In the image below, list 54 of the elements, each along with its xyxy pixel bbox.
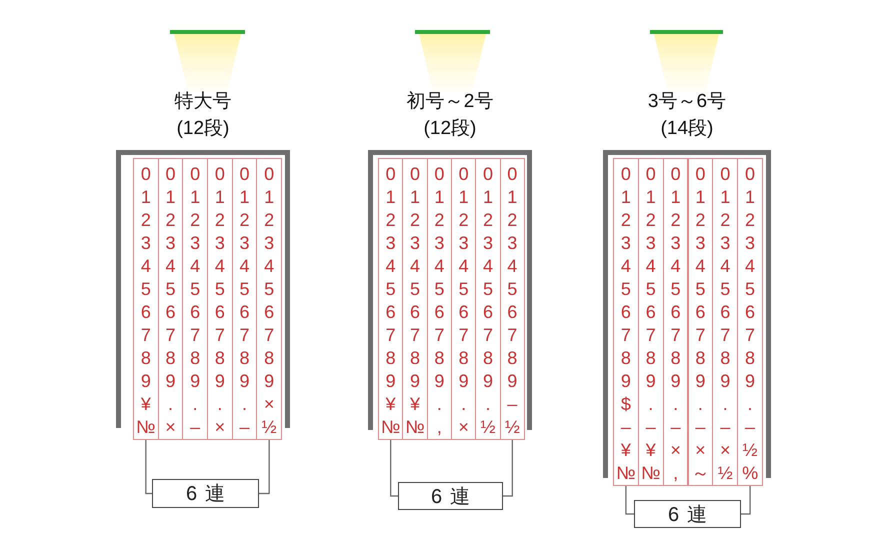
band-count-label: 6連 xyxy=(430,484,478,510)
band-count-label: 6連 xyxy=(186,482,234,507)
row-count-label: (14段) xyxy=(660,117,714,141)
band-count-label: 6連 xyxy=(668,502,716,528)
type-characters: 0 1 2 3 4 5 6 7 8 9 . – × ～ xyxy=(691,163,710,485)
type-band xyxy=(182,158,208,440)
type-band xyxy=(500,158,525,440)
type-characters: 0 1 2 3 4 5 6 7 8 9 $ – ¥ № xyxy=(616,163,636,485)
type-band xyxy=(232,158,258,440)
bracket-line xyxy=(145,440,152,494)
bracket-line xyxy=(625,486,634,515)
type-characters: 0 1 2 3 4 5 6 7 8 9 . – xyxy=(239,163,250,439)
type-characters: 0 1 2 3 4 5 6 7 8 9 . – × , xyxy=(670,163,681,485)
type-band xyxy=(378,158,404,440)
type-band xyxy=(662,158,688,486)
type-characters: 0 1 2 3 4 5 6 7 8 9 ¥ № xyxy=(381,163,400,439)
type-band xyxy=(256,158,282,440)
type-characters: 0 1 2 3 4 5 6 7 8 9 . – ½ % xyxy=(742,163,758,485)
type-characters: 0 1 2 3 4 5 6 7 8 9 . × xyxy=(165,163,176,439)
type-band xyxy=(426,158,452,440)
bracket-line xyxy=(503,440,513,497)
type-characters: 0 1 2 3 4 5 6 7 8 9 × ½ xyxy=(262,163,277,439)
type-characters: 0 1 2 3 4 5 6 7 8 9 . ½ xyxy=(480,163,496,439)
band-count-box xyxy=(152,479,259,508)
type-band xyxy=(451,158,476,440)
type-band xyxy=(133,158,159,440)
type-band xyxy=(158,158,184,440)
type-characters: 0 1 2 3 4 5 6 7 8 9 ¥ № xyxy=(136,163,156,439)
size-title: 初号～2号 xyxy=(406,90,494,114)
type-characters: 0 1 2 3 4 5 6 7 8 9 . , xyxy=(434,163,444,439)
size-title: 特大号 xyxy=(174,90,232,114)
type-band xyxy=(613,158,639,486)
type-band xyxy=(688,158,714,486)
type-band xyxy=(402,158,428,440)
band-count-box xyxy=(634,500,741,528)
type-band xyxy=(712,158,738,486)
type-characters: 0 1 2 3 4 5 6 7 8 9 – ½ xyxy=(504,163,520,439)
bracket-line xyxy=(259,440,270,494)
bracket-line xyxy=(390,440,398,497)
type-band xyxy=(737,158,763,486)
type-characters: 0 1 2 3 4 5 6 7 8 9 . – ¥ № xyxy=(641,163,660,485)
size-title: 3号～6号 xyxy=(646,90,728,114)
band-count-box xyxy=(398,482,503,510)
type-band xyxy=(475,158,501,440)
type-band xyxy=(207,158,233,440)
type-characters: 0 1 2 3 4 5 6 7 8 9 . × xyxy=(214,163,226,439)
bracket-line xyxy=(741,486,751,515)
type-characters: 0 1 2 3 4 5 6 7 8 9 . – xyxy=(190,163,200,439)
type-characters: 0 1 2 3 4 5 6 7 8 9 . – × ½ xyxy=(718,163,733,485)
type-characters: 0 1 2 3 4 5 6 7 8 9 ¥ № xyxy=(405,163,425,439)
type-band xyxy=(638,158,664,486)
row-count-label: (12段) xyxy=(422,117,478,141)
row-count-label: (12段) xyxy=(176,117,230,141)
type-characters: 0 1 2 3 4 5 6 7 8 9 . × xyxy=(458,163,469,439)
